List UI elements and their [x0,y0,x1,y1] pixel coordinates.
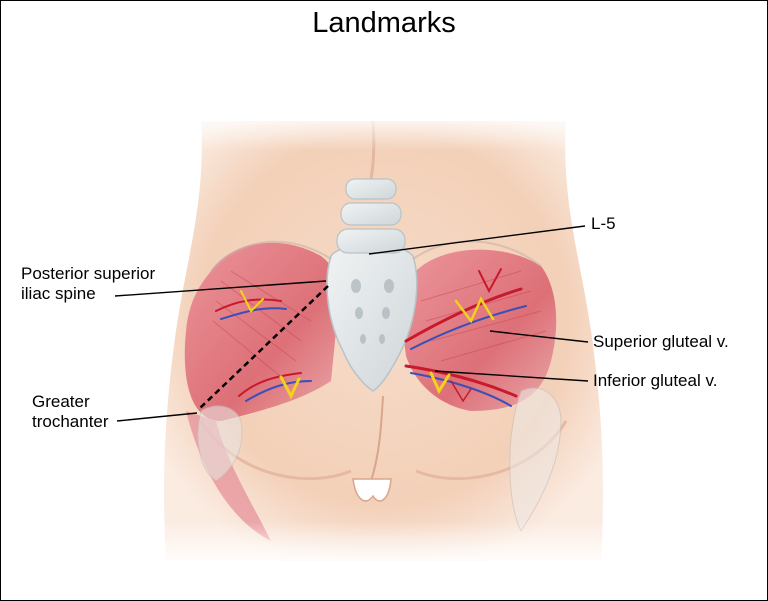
left-vessels [215,290,312,402]
right-vessels [404,268,527,407]
label-greater-trochanter: Greater trochanter [32,392,109,431]
right-femur [509,387,562,532]
right-iliac-crest [412,240,542,267]
left-femur [197,405,243,482]
perineum [352,478,392,502]
label-inferior-gluteal-v: Inferior gluteal v. [593,371,718,390]
left-gluteal-muscle [184,242,341,421]
sacrum [326,244,418,392]
leader-superior-gluteal [489,330,589,343]
label-posterior-superior-iliac-spine: Posterior superior iliac spine [21,264,156,303]
gluteal-cleft [370,395,384,482]
figure-title: Landmarks [312,7,456,39]
lumbar-vertebrae [336,178,406,254]
leader-psis [114,280,327,297]
leader-inferior-gluteal [434,370,589,382]
label-superior-gluteal-v: Superior gluteal v. [593,332,729,351]
leader-greater-trochanter [116,412,198,422]
left-iliac-crest [210,240,332,272]
label-l5: L-5 [591,214,616,233]
leader-l5 [368,225,586,255]
